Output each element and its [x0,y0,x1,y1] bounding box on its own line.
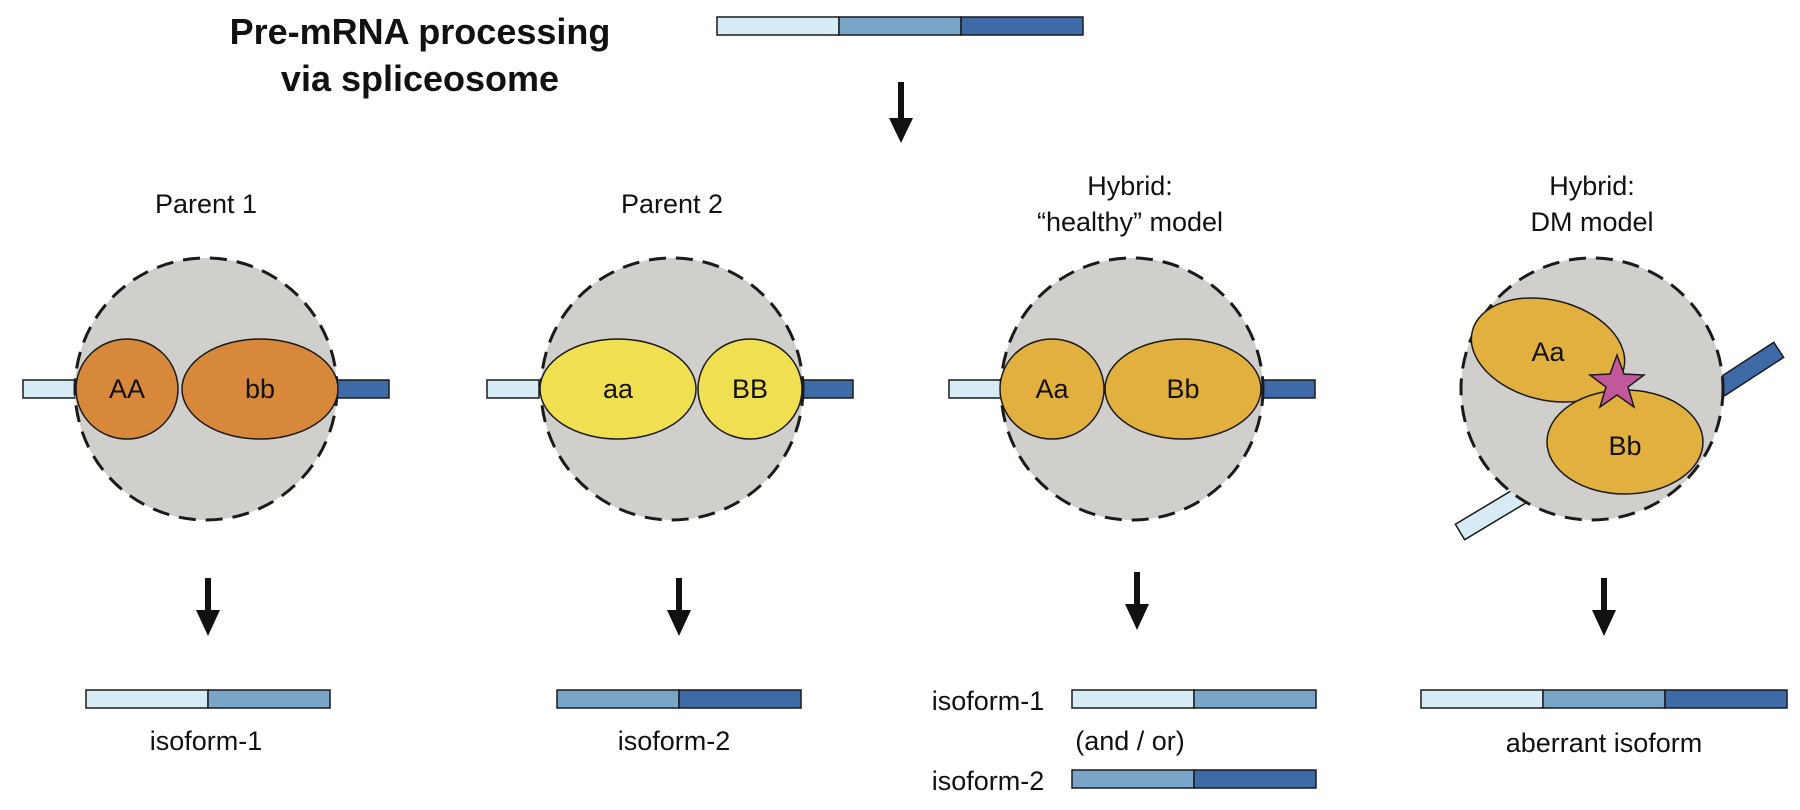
isoform-1-exon-1 [85,689,209,709]
hybrid-dm-product-label: aberrant isoform [1506,728,1703,758]
panel-parent-1: Parent 1 AA bb isoform-1 [22,189,390,756]
parent-1-exon-left [22,379,76,399]
parent-2-allele-BB: BB [732,374,768,404]
hybrid-isoform-1-exon-1 [1071,689,1195,709]
star-icon [1587,352,1647,409]
hybrid-dm-exon-right [1714,341,1785,397]
panel-hybrid-healthy: Hybrid: “healthy” model Aa Bb isoform-1 … [932,171,1317,796]
hybrid-isoform-1-exon-2 [1193,689,1317,709]
hybrid-healthy-arrow [1125,572,1149,630]
parent-1-allele-AA: AA [109,374,145,404]
panel-hybrid-dm: Hybrid: DM model Aa Bb aberrant isoform [1420,171,1788,758]
hybrid-isoform-2-exon-2 [1071,769,1195,789]
hybrid-healthy-allele-Bb: Bb [1166,374,1199,404]
aberrant-exon-3 [1664,689,1788,709]
hybrid-healthy-heading-1: Hybrid: [1087,171,1173,201]
hybrid-isoform-2-exon-3 [1193,769,1317,789]
isoform-1-exon-2 [207,689,331,709]
parent-2-arrow [667,578,691,636]
hybrid-dm-protein-Aa [1470,297,1626,403]
pre-mrna-exon-1 [716,16,840,36]
hybrid-dm-arrow [1592,578,1616,636]
hybrid-dm-heading-2: DM model [1530,207,1653,237]
hybrid-dm-allele-Bb: Bb [1608,431,1641,461]
panel-parent-2: Parent 2 aa BB isoform-2 [486,189,854,756]
parent-1-arrow [196,578,220,636]
hybrid-healthy-protein-Bb [1104,338,1262,440]
hybrid-dm-heading-1: Hybrid: [1549,171,1635,201]
parent-1-exon-right [336,379,390,399]
parent-2-protein-BB [697,338,803,440]
title-line-1: Pre-mRNA processing [230,11,611,52]
hybrid-healthy-exon-left [948,379,1002,399]
parent-1-protein-AA [75,338,179,440]
parent-2-exon-left [486,379,540,399]
pre-mrna-exon-2 [838,16,962,36]
parent-1-product-label: isoform-1 [150,726,263,756]
aberrant-exon-1 [1420,689,1544,709]
hybrid-dm-allele-Aa: Aa [1531,337,1565,367]
hybrid-healthy-protein-Aa [999,338,1105,440]
parent-2-exon-right [800,379,854,399]
hybrid-healthy-product-2-label: isoform-2 [932,766,1045,796]
parent-1-protein-bb [181,338,339,440]
pre-mrna-bar [716,16,1084,36]
parent-1-heading: Parent 1 [155,189,257,219]
parent-2-protein-aa [539,338,697,440]
top-down-arrow [889,82,913,143]
isoform-2-exon-2 [556,689,680,709]
hybrid-healthy-exon-right [1262,379,1316,399]
parent-2-heading: Parent 2 [621,189,723,219]
parent-1-allele-bb: bb [245,374,275,404]
pre-mrna-exon-3 [960,16,1084,36]
title-line-2: via spliceosome [281,58,559,99]
parent-2-product-label: isoform-2 [618,726,731,756]
hybrid-healthy-allele-Aa: Aa [1035,374,1069,404]
hybrid-healthy-connector: (and / or) [1075,726,1185,756]
hybrid-healthy-product-1-label: isoform-1 [932,686,1045,716]
parent-2-allele-aa: aa [603,374,634,404]
hybrid-healthy-heading-2: “healthy” model [1037,207,1223,237]
isoform-2-exon-3 [678,689,802,709]
aberrant-exon-2 [1542,689,1666,709]
